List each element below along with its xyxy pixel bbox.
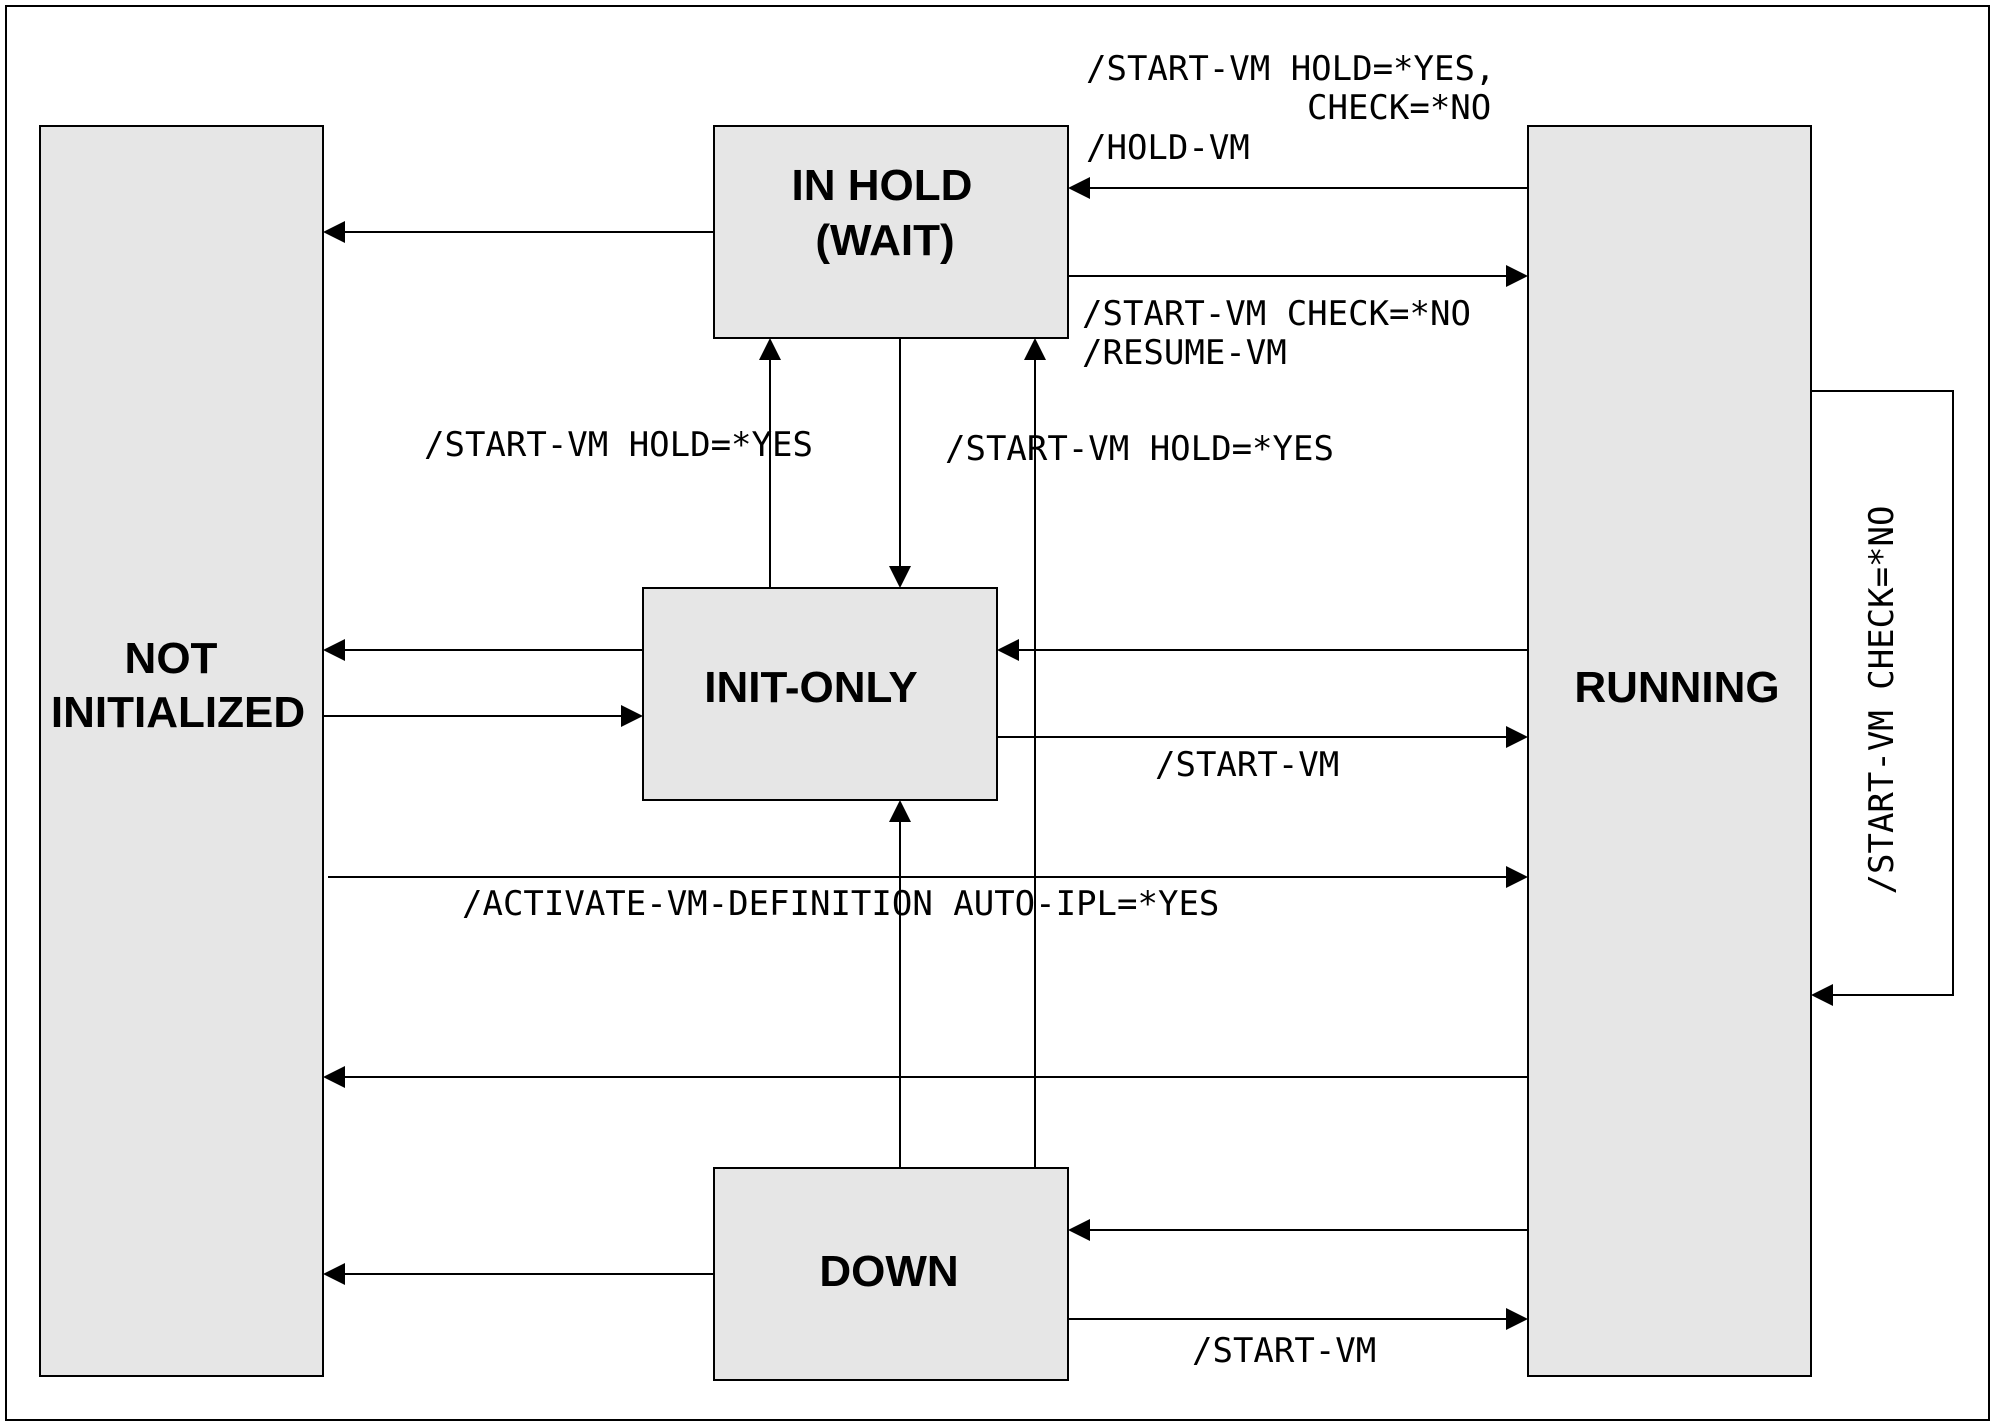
arrowhead-initonly-from-down <box>889 800 911 822</box>
label-resume-vm: /RESUME-VM <box>1082 333 1287 373</box>
state-init-only-box <box>642 587 998 801</box>
state-in-hold-label-2: (WAIT) <box>815 216 954 265</box>
arrowhead-notinit-from-running <box>323 1066 345 1088</box>
arrowhead-notinit-from-down <box>323 1263 345 1285</box>
state-in-hold-box <box>713 125 1069 339</box>
arrowhead-running-from-initonly <box>1506 726 1528 748</box>
label-start-hold-yes-left: /START-VM HOLD=*YES <box>424 425 813 465</box>
state-not-initialized-label-1: NOT <box>125 634 218 683</box>
arrowhead-inhold-from-down <box>1024 338 1046 360</box>
arrowhead-running-from-inhold <box>1506 265 1528 287</box>
state-in-hold-label-1: IN HOLD <box>792 161 973 210</box>
state-down-box <box>713 1167 1069 1381</box>
label-start-vm-down: /START-VM <box>1192 1331 1376 1371</box>
arrowhead-running-from-down <box>1506 1308 1528 1330</box>
state-running-box <box>1527 125 1812 1377</box>
arrowhead-notinit-from-initonly <box>323 639 345 661</box>
label-start-hold-check-line1: /START-VM HOLD=*YES, <box>1086 49 1495 89</box>
diagram-frame <box>5 5 1990 1421</box>
state-down-label: DOWN <box>819 1247 958 1296</box>
state-init-only-label: INIT-ONLY <box>704 663 918 712</box>
edge-running-self-loop <box>1811 390 1954 996</box>
arrowheads <box>323 177 1833 1330</box>
state-not-initialized-label-2: INITIALIZED <box>51 688 305 737</box>
label-start-hold-check-line2: CHECK=*NO <box>1307 88 1491 128</box>
label-start-check-no-vertical: /START-VM CHECK=*NO <box>1862 506 1902 895</box>
label-hold-vm: /HOLD-VM <box>1086 128 1250 168</box>
label-start-vm-init: /START-VM <box>1155 745 1339 785</box>
arrowhead-inhold-from-initonly <box>759 338 781 360</box>
state-running-label: RUNNING <box>1574 663 1779 712</box>
arrowhead-notinit-from-inhold <box>323 221 345 243</box>
state-not-initialized-box <box>39 125 324 1377</box>
arrowhead-running-self-loop <box>1811 984 1833 1006</box>
arrowhead-initonly-from-running <box>997 639 1019 661</box>
label-activate-vm-definition: /ACTIVATE-VM-DEFINITION AUTO-IPL=*YES <box>462 884 1219 924</box>
arrowhead-inhold-from-running <box>1068 177 1090 199</box>
transitions <box>323 187 1954 1320</box>
arrowhead-initonly-from-inhold <box>889 566 911 588</box>
arrowhead-initonly-from-notinit <box>621 705 643 727</box>
label-start-hold-yes-right: /START-VM HOLD=*YES <box>945 429 1334 469</box>
label-start-check-no: /START-VM CHECK=*NO <box>1082 294 1471 334</box>
arrowhead-running-from-notinit <box>1506 866 1528 888</box>
arrowhead-down-from-running <box>1068 1219 1090 1241</box>
